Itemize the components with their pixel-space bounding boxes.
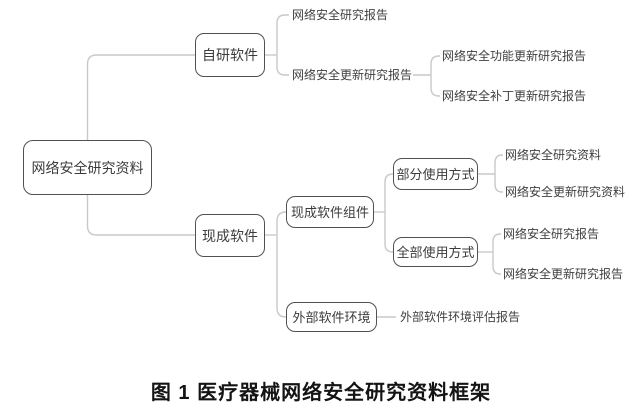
figure-caption: 图 1 医疗器械网络安全研究资料框架: [150, 382, 492, 404]
node-ots-software-component: 现成软件组件: [286, 196, 374, 228]
node-full-use-mode: 全部使用方式: [393, 237, 478, 267]
connector-partial-bracket: [494, 154, 503, 193]
connector-root-to-ots: [86, 195, 195, 236]
leaf-partial-security-research-material: 网络安全研究资料: [505, 148, 602, 162]
connector-full-bracket: [492, 233, 501, 275]
connector-component-bracket: [384, 173, 394, 253]
leaf-security-research-report: 网络安全研究报告: [292, 8, 389, 22]
node-external-software-environment: 外部软件环境: [286, 302, 377, 332]
connector-root-to-self-dev: [86, 54, 195, 140]
connector-ots-bracket: [276, 211, 287, 318]
leaf-full-security-research-report: 网络安全研究报告: [503, 227, 600, 241]
leaf-full-security-update-research-report: 网络安全更新研究报告: [503, 267, 624, 281]
node-self-developed-software: 自研软件: [195, 33, 265, 77]
connector-update-report-bracket: [430, 55, 440, 97]
leaf-function-update-research-report: 网络安全功能更新研究报告: [442, 49, 587, 63]
connector-self-dev-bracket: [276, 14, 289, 76]
leaf-security-update-research-report: 网络安全更新研究报告: [292, 68, 413, 82]
node-partial-use-mode: 部分使用方式: [393, 158, 478, 190]
node-off-the-shelf-software: 现成软件: [195, 214, 265, 257]
leaf-external-environment-assessment-report: 外部软件环境评估报告: [400, 310, 521, 324]
leaf-patch-update-research-report: 网络安全补丁更新研究报告: [442, 89, 587, 103]
leaf-partial-security-update-research-material: 网络安全更新研究资料: [505, 185, 626, 199]
node-root: 网络安全研究资料: [23, 140, 152, 195]
